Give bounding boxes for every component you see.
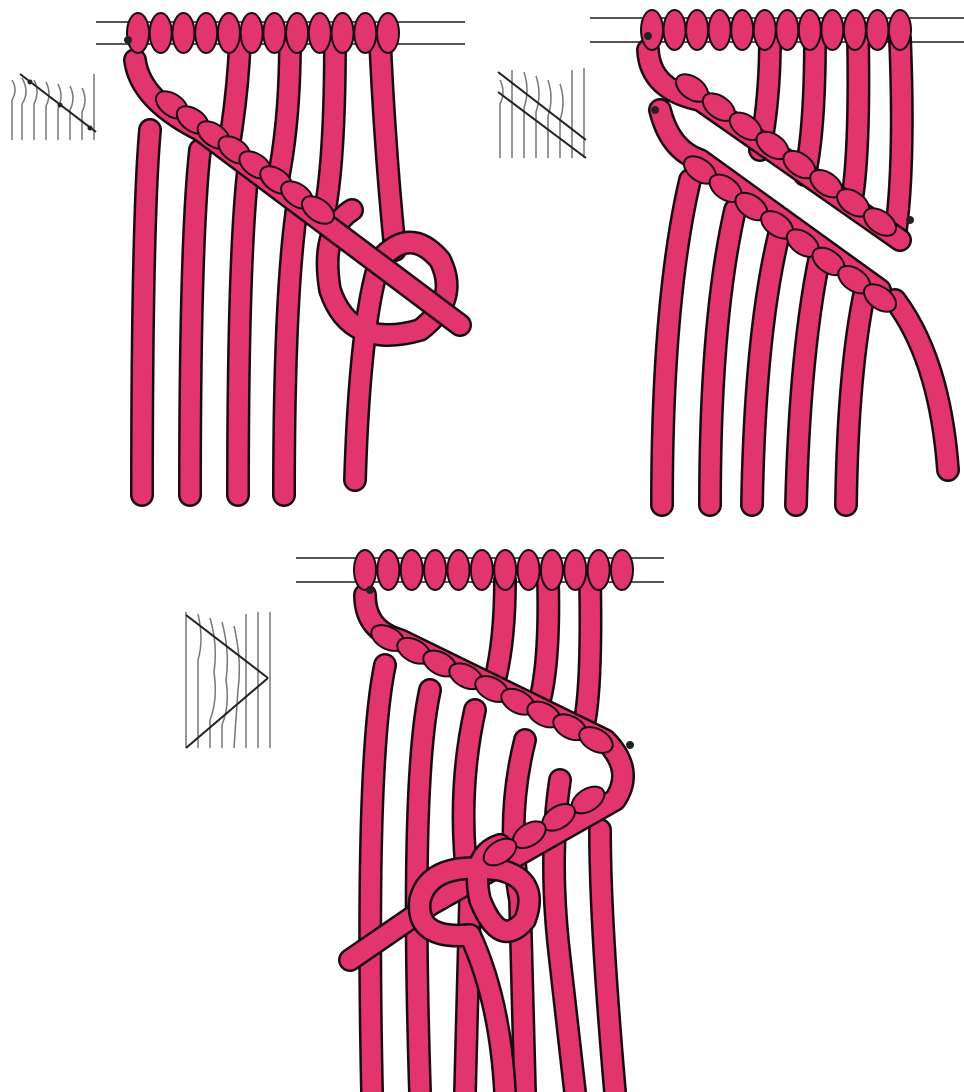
- knot-bead: [150, 13, 172, 53]
- knot-bead: [263, 13, 285, 53]
- knot-bead: [172, 13, 194, 53]
- panel-b: [498, 10, 964, 505]
- pin-icon: [651, 106, 659, 114]
- knot-bead: [218, 13, 240, 53]
- knot-bead: [588, 550, 610, 590]
- pin-icon: [644, 32, 652, 40]
- pin-icon: [124, 36, 132, 44]
- knot-bead: [776, 10, 798, 50]
- knot-bead: [866, 10, 888, 50]
- knot-bead: [641, 10, 663, 50]
- knot-bead: [564, 550, 586, 590]
- mounting-knots: [127, 13, 399, 53]
- hanging-cords: [648, 38, 948, 505]
- knot-bead: [309, 13, 331, 53]
- knot-bead: [332, 13, 354, 53]
- knot-bead: [731, 10, 753, 50]
- knot-bead: [844, 10, 866, 50]
- knot-bead: [754, 10, 776, 50]
- schematic-diagonal-icon: [12, 74, 96, 140]
- knot-bead: [424, 550, 446, 590]
- knot-bead: [286, 13, 308, 53]
- knot-bead: [241, 13, 263, 53]
- panel-c: [186, 550, 664, 1092]
- knot-bead: [354, 13, 376, 53]
- knot-bead: [611, 550, 633, 590]
- knot-bead: [709, 10, 731, 50]
- knot-bead: [494, 550, 516, 590]
- knot-bead: [354, 550, 376, 590]
- knot-bead: [195, 13, 217, 53]
- schematic-diamond-icon: [186, 612, 270, 748]
- knot-bead: [889, 10, 911, 50]
- pin-icon: [366, 586, 374, 594]
- pin-icon: [626, 741, 634, 749]
- pin-icon: [906, 216, 914, 224]
- knot-bead: [686, 10, 708, 50]
- knot-bead: [518, 550, 540, 590]
- knot-bead: [471, 550, 493, 590]
- knot-bead: [664, 10, 686, 50]
- hanging-cords: [350, 580, 623, 1092]
- knot-bead: [447, 550, 469, 590]
- schematic-double-diagonal-icon: [498, 68, 586, 158]
- knot-bead: [541, 550, 563, 590]
- knot-bead: [799, 10, 821, 50]
- panel-a: [12, 13, 465, 495]
- knot-bead: [377, 13, 399, 53]
- knot-bead: [377, 550, 399, 590]
- knot-bead: [821, 10, 843, 50]
- knot-bead: [127, 13, 149, 53]
- knot-bead: [401, 550, 423, 590]
